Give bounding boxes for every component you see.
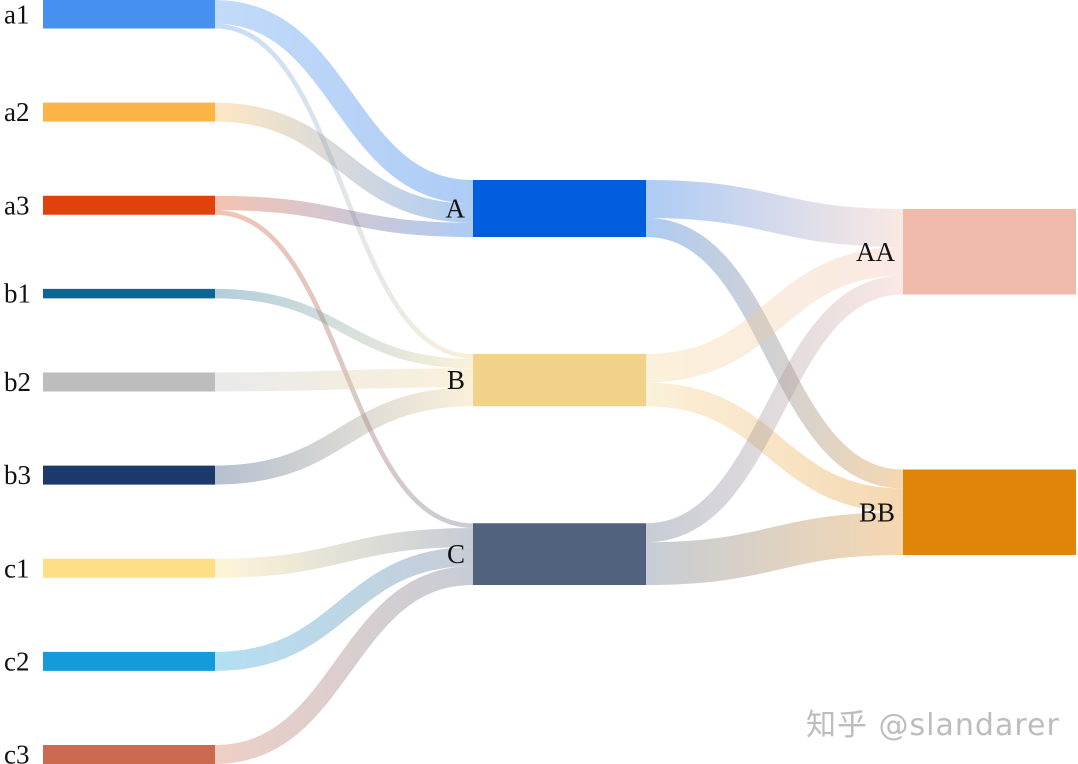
node-AA (903, 209, 1076, 295)
link-A-to-BB (645, 218, 904, 489)
node-b3 (43, 465, 215, 485)
node-label-AA: AA (856, 237, 895, 267)
node-label-b2: b2 (4, 367, 31, 397)
link-c1-to-C (214, 528, 474, 578)
node-c2 (43, 651, 215, 671)
link-b3-to-B (214, 387, 474, 485)
node-label-b3: b3 (4, 460, 31, 490)
node-A (473, 180, 646, 237)
node-B (473, 354, 646, 407)
node-label-c2: c2 (4, 646, 29, 676)
node-a2 (43, 102, 215, 122)
sankey-links (214, 0, 904, 764)
node-label-c3: c3 (4, 740, 29, 764)
link-a2-to-A (214, 102, 474, 223)
link-a3-to-C (214, 210, 474, 528)
node-label-a3: a3 (4, 190, 29, 220)
node-label-a1: a1 (4, 0, 29, 29)
watermark-text: 知乎 @slandarer (806, 708, 1060, 743)
node-c3 (43, 745, 215, 764)
link-b2-to-B (214, 368, 474, 392)
node-b2 (43, 372, 215, 392)
node-label-c1: c1 (4, 553, 29, 583)
link-b1-to-B (214, 288, 474, 369)
node-a3 (43, 195, 215, 215)
node-C (473, 523, 646, 585)
node-a1 (43, 0, 215, 29)
link-C-to-AA (645, 275, 904, 543)
link-A-to-AA (645, 180, 904, 247)
link-B-to-BB (645, 382, 904, 513)
node-label-BB: BB (859, 497, 895, 527)
node-label-C: C (447, 539, 465, 569)
node-label-A: A (446, 194, 466, 224)
link-c2-to-C (214, 547, 474, 671)
node-b1 (43, 288, 215, 299)
node-BB (903, 469, 1076, 555)
node-label-B: B (447, 365, 465, 395)
link-a3-to-A (214, 195, 474, 237)
link-c3-to-C (214, 566, 474, 764)
link-a1-to-B (214, 23, 474, 359)
link-B-to-AA (645, 247, 904, 383)
sankey-labels: a1 a2 a3 b1 b2 b3 c1 c2 c3 A B C AA BB (4, 0, 895, 764)
sankey-nodes (43, 0, 1076, 764)
node-label-b1: b1 (4, 279, 31, 309)
node-label-a2: a2 (4, 97, 29, 127)
link-C-to-BB (645, 512, 904, 585)
link-a1-to-A (214, 0, 474, 204)
node-c1 (43, 558, 215, 578)
